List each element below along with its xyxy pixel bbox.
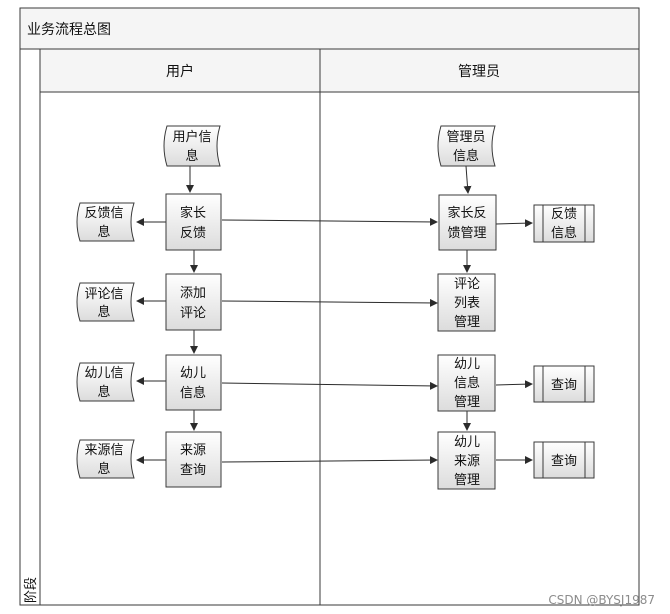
node-label: 家长 [180,205,206,221]
node-label: 管理员 [446,130,485,145]
node-label: 幼儿 [454,435,480,450]
arrow-childmgmt-to-query [495,380,533,389]
node-label: 息 [97,304,110,320]
predefined-query-1: 查询 [533,365,595,403]
process-child-info-management: 幼儿 信息 管理 [437,354,496,412]
node-label: 管理 [454,473,480,488]
node-label: 来源信 [84,443,123,458]
node-label: 信息 [453,148,479,164]
node-label: 评论信 [84,287,123,302]
node-label: 用户信 [172,129,211,145]
process-add-comment: 添加 评论 [165,273,222,331]
datastore-user-info: 用户信 息 [163,125,221,167]
node-label: 幼儿 [454,357,480,372]
arrow-source-to-sourcemgmt [221,456,438,465]
node-label: 信息 [551,225,577,241]
node-label: 查询 [551,454,577,469]
node-label: 添加 [180,286,206,301]
node-label: 幼儿 [180,366,206,381]
node-label: 评论 [454,277,480,292]
node-label: 评论 [180,306,206,321]
node-label: 家长反 [447,205,486,221]
nodes: 用户信 息 家长 反馈 反馈信 息 添加 评论 评论信 息 [76,125,595,490]
node-label: 来源 [454,454,480,469]
diagram-title: 业务流程总图 [27,22,111,38]
lane-header-user [39,48,321,93]
process-family-feedback: 家长 反馈 [165,193,222,251]
datastore-feedback-info: 反馈信 息 [76,202,135,242]
node-label: 息 [185,148,198,164]
node-label: 馈管理 [447,226,486,241]
arrow-feedback-to-feedbackmgmt [221,217,438,226]
lane-header-admin [319,48,640,93]
title-band [19,7,640,50]
process-child-info: 幼儿 信息 [165,354,222,411]
datastore-comment-info: 评论信 息 [76,282,135,322]
node-label: 反馈 [180,226,206,241]
node-label: 息 [97,384,110,400]
node-label: 查询 [551,378,577,393]
connectors [136,165,533,465]
node-label: 信息 [454,375,480,391]
datastore-admin-info: 管理员 信息 [437,125,496,167]
node-label: 息 [97,224,110,240]
process-feedback-management: 家长反 馈管理 [438,194,497,251]
lane-label-admin: 管理员 [458,64,500,80]
stage-label: 阶段 [24,577,39,603]
process-source-query: 来源 查询 [165,431,222,488]
stage-column [19,48,41,606]
node-label: 幼儿信 [84,366,123,381]
node-label: 息 [97,461,110,477]
watermark: CSDN @BYSJ1987 [548,593,655,607]
predefined-query-2: 查询 [533,441,595,479]
lane-label-user: 用户 [166,63,194,80]
node-label: 管理 [454,395,480,410]
predefined-feedback-info: 反馈 信息 [533,204,595,243]
arrow-admininfo-to-feedbackmgmt [463,165,472,194]
datastore-child-info: 幼儿信 息 [76,362,135,402]
arrow-feedbackmgmt-to-info [495,219,533,228]
node-label: 反馈 [551,207,577,222]
node-label: 查询 [180,463,206,478]
process-comment-list-management: 评论 列表 管理 [437,273,496,332]
arrow-child-to-childmgmt [221,381,438,390]
node-label: 反馈信 [84,206,123,221]
node-label: 列表 [454,296,480,311]
datastore-source-info: 来源信 息 [76,439,135,479]
node-label: 来源 [180,443,206,458]
arrow-comment-to-commentmgmt [221,298,438,307]
node-label: 管理 [454,315,480,330]
process-child-source-management: 幼儿 来源 管理 [437,431,496,490]
node-label: 信息 [180,385,206,401]
